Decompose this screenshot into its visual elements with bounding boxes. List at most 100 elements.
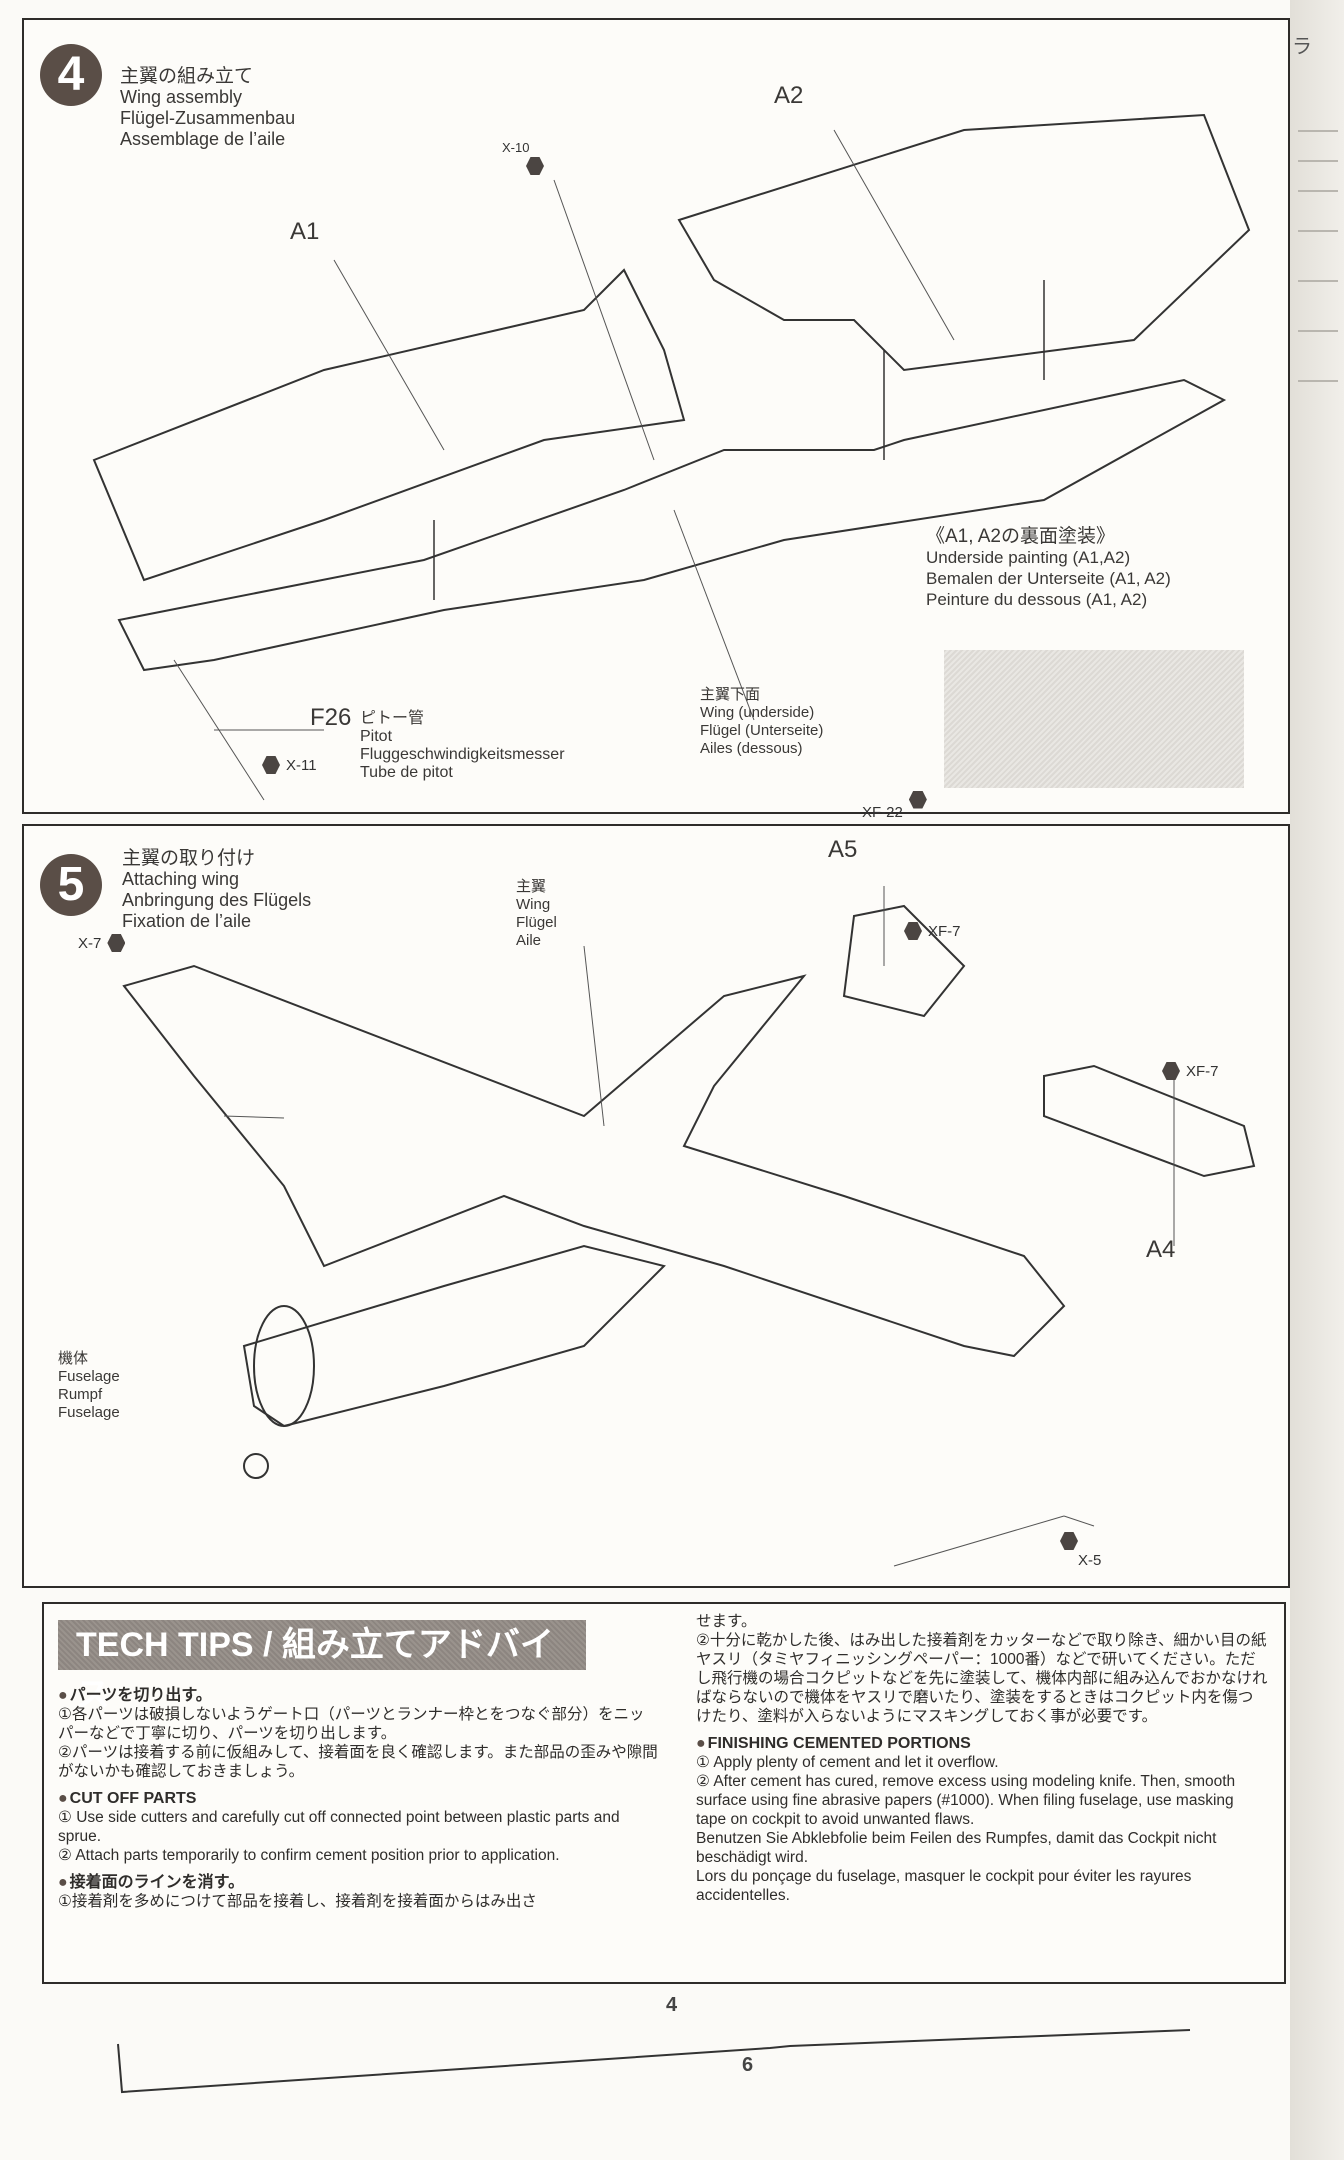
a4-stabilizer <box>1043 1064 1256 1178</box>
pitot-tube <box>893 1515 1065 1567</box>
page-number: 4 <box>666 1994 678 2016</box>
note-de: Bemalen der Unterseite (A1, A2) <box>926 569 1171 588</box>
paint-drop-icon <box>1162 1062 1180 1080</box>
paint-callout-x10: X-10 <box>502 140 544 175</box>
pitot-de: Fluggeschwindigkeitsmesser <box>360 746 565 763</box>
tip-text: Lors du ponçage du fuselage, masquer le … <box>696 1868 1192 1904</box>
leader-line-wing <box>583 945 605 1127</box>
step-4-panel: 4 主翼の組み立て Wing assembly Flügel-Zusammenb… <box>22 18 1290 821</box>
wing-fr: Aile <box>516 932 542 949</box>
fuselage-en: Fuselage <box>58 1368 120 1385</box>
wing-underside-fr: Ailes (dessous) <box>700 740 803 757</box>
fuselage-de: Rumpf <box>58 1386 103 1403</box>
step-title: 主翼の組み立て Wing assembly Flügel-Zusammenbau… <box>120 66 295 150</box>
tech-tips-title: TECH TIPS / 組み立てアドバイス <box>58 1620 586 1714</box>
tip-text: Benutzen Sie Abklebfolie beim Feilen des… <box>696 1830 1217 1866</box>
wing-de: Flügel <box>516 914 557 931</box>
wing-a2-outline <box>677 113 1251 372</box>
fuselage-label: 機体 Fuselage Rumpf Fuselage <box>58 1350 120 1422</box>
engine-cowling <box>253 1305 315 1427</box>
paint-callout-xf7-a5: XF-7 <box>904 922 961 940</box>
part-label-a2: A2 <box>774 82 804 109</box>
instruction-page: 4 主翼の組み立て Wing assembly Flügel-Zusammenb… <box>0 0 1290 2160</box>
note-en: Underside painting (A1,A2) <box>926 548 1131 567</box>
paint-code: XF-7 <box>928 922 961 940</box>
paint-code: X-5 <box>1078 1552 1102 1569</box>
tip-text: ② After cement has cured, remove excess … <box>696 1773 1236 1828</box>
paint-drop-icon <box>908 790 927 809</box>
pitot-tube <box>173 659 265 801</box>
tech-tips-panel: TECH TIPS / 組み立てアドバイス パーツを切り出す。 ①各パーツは破損… <box>42 1602 1286 1984</box>
tip-text: せます。 <box>696 1613 757 1630</box>
leader-line-x10 <box>553 179 655 461</box>
underside-detail-inset <box>944 650 1244 788</box>
paint-callout-xf22: XF-22 <box>862 778 927 821</box>
tip-text: ①各パーツは破損しないようゲート口（パーツとランナー枠とをつなぐ部分）をニッパー… <box>58 1706 645 1742</box>
step-title: 主翼の取り付け Attaching wing Anbringung des Fl… <box>122 848 311 932</box>
paint-code: XF-7 <box>1186 1062 1219 1080</box>
wing-a1-outline <box>92 268 686 582</box>
tip-heading: パーツを切り出す。 <box>58 1686 658 1705</box>
leader-line-fuselage <box>223 1115 285 1119</box>
part-label-a5: A5 <box>828 836 858 863</box>
leader-line-a1 <box>333 259 445 451</box>
note-jp: 《A1, A2の裏面塗装》 <box>926 526 1115 547</box>
step-title-fr: Assemblage de l’aile <box>120 129 286 149</box>
tip-text: ②パーツは接着する前に仮組みして、接着面を良く確認します。また部品の歪みや隙間が… <box>58 1744 658 1780</box>
tip-text: ② Attach parts temporarily to confirm ce… <box>58 1847 560 1864</box>
paint-drop-icon <box>904 922 922 940</box>
step-title-de: Anbringung des Flügels <box>122 890 312 910</box>
paint-code: X-7 <box>78 934 102 952</box>
tip-text: ① Use side cutters and carefully cut off… <box>58 1809 620 1845</box>
step-5-panel: 5 主翼の取り付け Attaching wing Anbringung des … <box>22 824 1290 1588</box>
paint-drop-icon <box>107 934 126 952</box>
edge-text: ラ <box>1292 36 1312 58</box>
wing-jp: 主翼 <box>516 878 547 895</box>
wing-label: 主翼 Wing Flügel Aile <box>516 878 557 950</box>
a5-stabilizer <box>842 904 966 1018</box>
leader-line-wing-underside <box>673 509 755 721</box>
page-number-behind: 6 <box>742 2054 754 2076</box>
tip-text: ②十分に乾かした後、はみ出した接着剤をカッターなどで取り除き、細かい目の紙ヤスリ… <box>696 1632 1268 1725</box>
note-fr: Peinture du dessous (A1, A2) <box>926 590 1148 609</box>
spinner <box>243 1453 269 1479</box>
step-title-en: Attaching wing <box>122 869 240 889</box>
paint-callout-x7: X-7 <box>78 934 126 952</box>
wing-underside-jp: 主翼下面 <box>700 686 761 703</box>
underside-painting-note: 《A1, A2の裏面塗装》 Underside painting (A1,A2)… <box>926 526 1171 610</box>
step-number-badge: 4 <box>40 44 102 106</box>
paint-callout-xf7-a4: XF-7 <box>1162 1062 1219 1080</box>
pitot-fr: Tube de pitot <box>360 764 453 781</box>
pitot-jp: ピトー管 <box>360 710 425 727</box>
step-title-jp: 主翼の取り付け <box>122 848 256 869</box>
paint-drop-icon <box>262 756 280 774</box>
tip-heading: CUT OFF PARTS <box>58 1789 658 1808</box>
wing-assembly-diagram <box>92 113 1251 801</box>
wing-underside-en: Wing (underside) <box>700 704 815 721</box>
step-title-de: Flügel-Zusammenbau <box>120 108 296 128</box>
main-wing-outline <box>122 964 1066 1358</box>
paint-drop-icon <box>526 157 544 175</box>
step-title-jp: 主翼の組み立て <box>120 66 254 87</box>
step-number-badge: 5 <box>40 854 102 916</box>
part-label-f26: F26 <box>310 704 352 731</box>
adjacent-page-edge: ラ <box>1290 0 1344 2160</box>
wing-underside-label: 主翼下面 Wing (underside) Flügel (Unterseite… <box>700 686 823 758</box>
step-title-en: Wing assembly <box>120 87 243 107</box>
wing-en: Wing <box>516 896 551 913</box>
paint-callout-x11: X-11 <box>262 756 317 774</box>
fuselage-fr: Fuselage <box>58 1404 120 1421</box>
pitot-en: Pitot <box>360 728 393 745</box>
lower-wing-outline <box>117 378 1227 672</box>
tip-text: ① Apply plenty of cement and let it over… <box>696 1754 999 1771</box>
tip-text: ①接着剤を多めにつけて部品を接着し、接着剤を接着面からはみ出さ <box>58 1893 537 1910</box>
paint-code: XF-22 <box>862 804 903 821</box>
tips-left-column: パーツを切り出す。 ①各パーツは破損しないようゲート口（パーツとランナー枠とをつ… <box>58 1678 658 1911</box>
paint-callout-x5: X-5 <box>1060 1532 1101 1569</box>
fuselage-jp: 機体 <box>58 1350 89 1367</box>
part-label-a1: A1 <box>290 218 320 245</box>
step-title-fr: Fixation de l’aile <box>122 911 252 931</box>
tip-heading: 接着面のラインを消す。 <box>58 1873 658 1892</box>
paint-code: X-10 <box>502 140 530 155</box>
fuselage-outline <box>242 1244 666 1428</box>
